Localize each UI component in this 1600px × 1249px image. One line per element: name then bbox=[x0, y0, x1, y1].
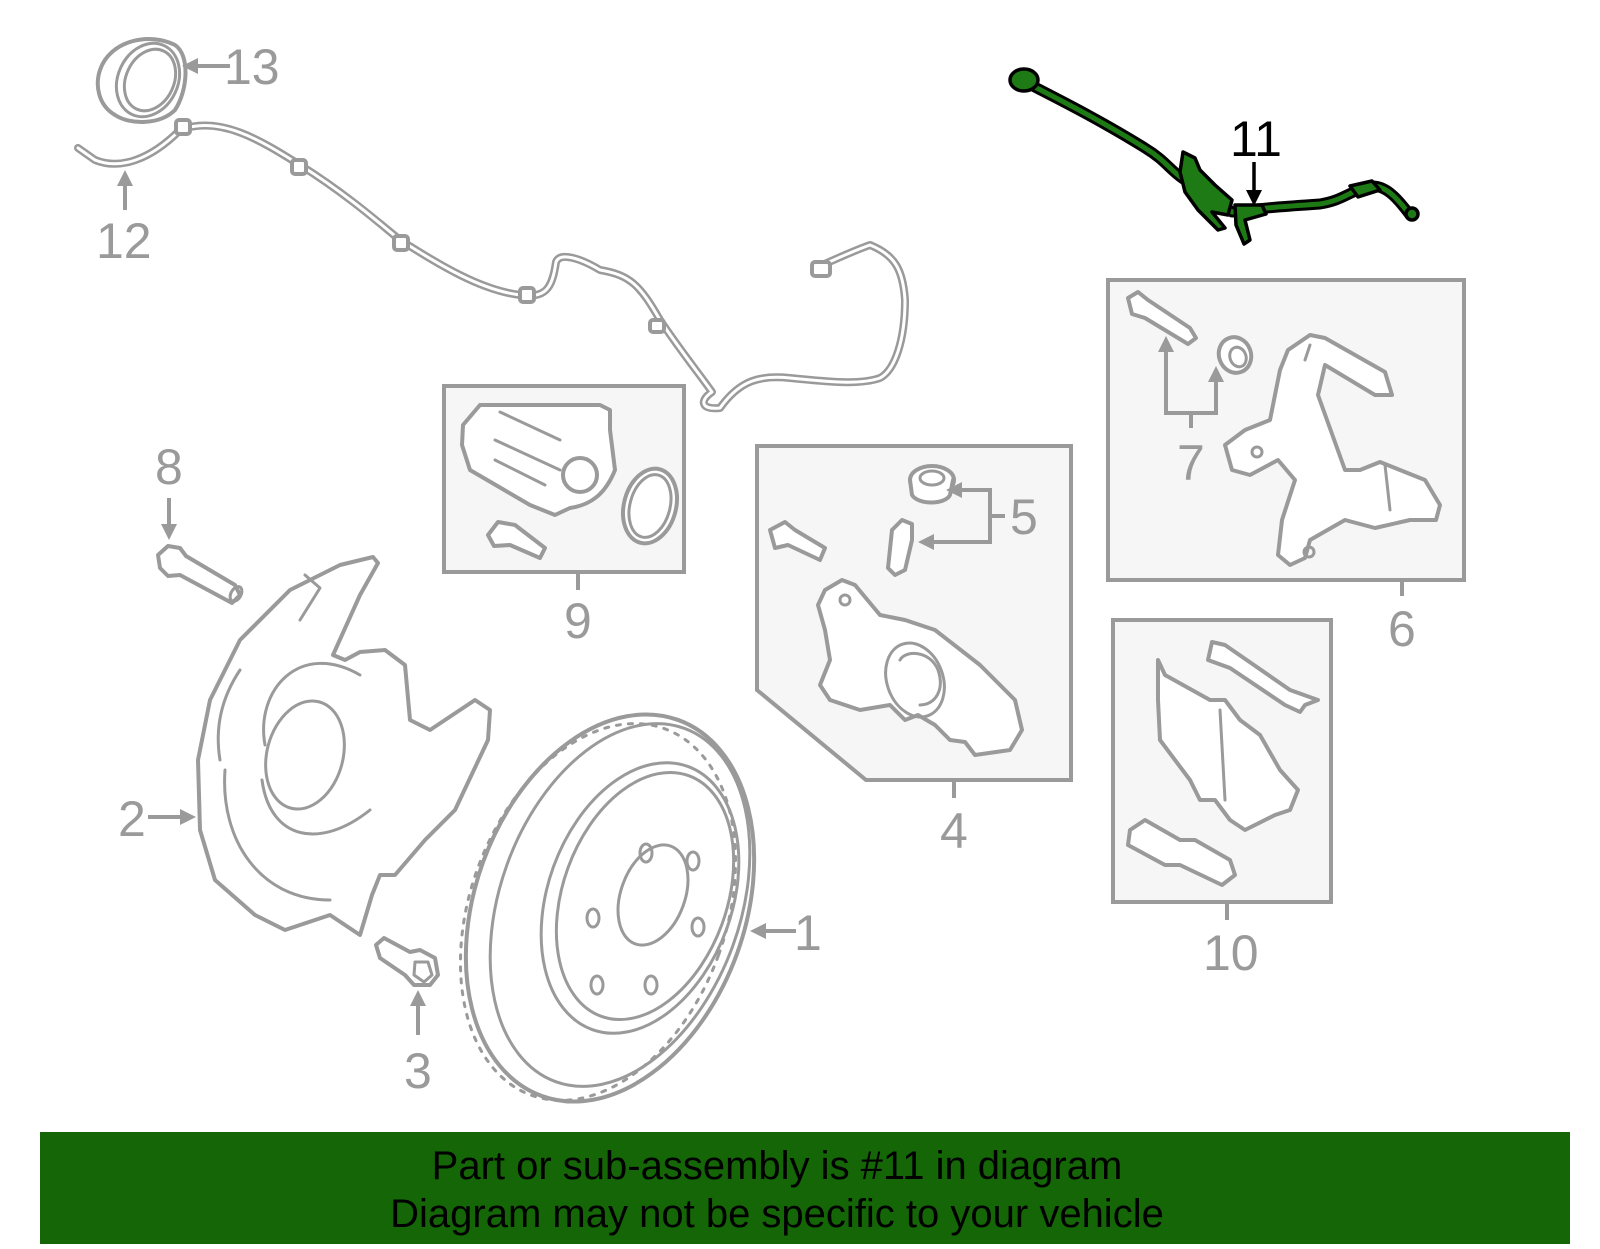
part-11-brake-hose[interactable] bbox=[1008, 67, 1420, 246]
callout-10: 10 bbox=[1203, 904, 1259, 981]
part-6-caliper-support[interactable] bbox=[1106, 278, 1466, 582]
arrow-icon bbox=[161, 524, 177, 540]
arrow-icon bbox=[117, 170, 133, 186]
arrow-icon bbox=[946, 482, 962, 498]
part-3-bolt[interactable] bbox=[374, 936, 440, 987]
callout-label-2: 2 bbox=[118, 791, 146, 847]
banner-line-part-number: Part or sub-assembly is #11 in diagram bbox=[431, 1144, 1123, 1188]
arrow-icon bbox=[180, 809, 196, 825]
part-8-bolt[interactable] bbox=[156, 544, 244, 605]
callout-2: 2 bbox=[118, 791, 196, 847]
callout-3: 3 bbox=[404, 990, 432, 1099]
callout-label-3: 3 bbox=[404, 1043, 432, 1099]
callout-label-8: 8 bbox=[155, 439, 183, 495]
callout-6: 6 bbox=[1388, 582, 1416, 657]
arrow-icon bbox=[1158, 336, 1174, 352]
callout-label-6: 6 bbox=[1388, 601, 1416, 657]
callout-label-7: 7 bbox=[1177, 435, 1205, 491]
arrow-icon bbox=[750, 923, 766, 939]
callout-7: 7 bbox=[1158, 336, 1224, 491]
callout-13: 13 bbox=[182, 39, 280, 95]
callout-11: 11 bbox=[1230, 111, 1282, 206]
callout-label-5: 5 bbox=[1010, 489, 1038, 545]
callout-label-4: 4 bbox=[940, 803, 968, 859]
part-9-parking-brake-motor-kit[interactable] bbox=[442, 384, 686, 574]
banner-line-disclaimer: Diagram may not be specific to your vehi… bbox=[390, 1192, 1164, 1236]
callout-9: 9 bbox=[564, 574, 592, 649]
arrow-icon bbox=[182, 58, 198, 74]
part-12-abs-sensor-wire[interactable] bbox=[74, 118, 909, 413]
callout-label-12: 12 bbox=[96, 213, 152, 269]
arrow-icon bbox=[918, 534, 934, 550]
notice-banner: Part or sub-assembly is #11 in diagram D… bbox=[40, 1132, 1570, 1244]
callout-5: 5 bbox=[918, 482, 1038, 550]
part-4-caliper-assembly[interactable] bbox=[755, 444, 1073, 782]
callout-12: 12 bbox=[96, 170, 152, 269]
part-13-tone-ring[interactable] bbox=[95, 33, 191, 127]
arrow-icon bbox=[410, 990, 426, 1006]
callout-1: 1 bbox=[750, 905, 822, 961]
callout-8: 8 bbox=[155, 439, 183, 540]
callout-label-10: 10 bbox=[1203, 925, 1259, 981]
part-10-brake-pads-kit[interactable] bbox=[1111, 618, 1333, 904]
part-1-brake-rotor[interactable] bbox=[411, 674, 805, 1142]
callout-label-1: 1 bbox=[794, 905, 822, 961]
callout-label-13: 13 bbox=[224, 39, 280, 95]
callout-label-11: 11 bbox=[1230, 111, 1282, 167]
arrow-icon bbox=[1208, 366, 1224, 382]
callout-4: 4 bbox=[940, 782, 968, 859]
arrow-icon bbox=[1246, 190, 1262, 206]
part-2-splash-shield[interactable] bbox=[196, 555, 492, 937]
callout-label-9: 9 bbox=[564, 593, 592, 649]
